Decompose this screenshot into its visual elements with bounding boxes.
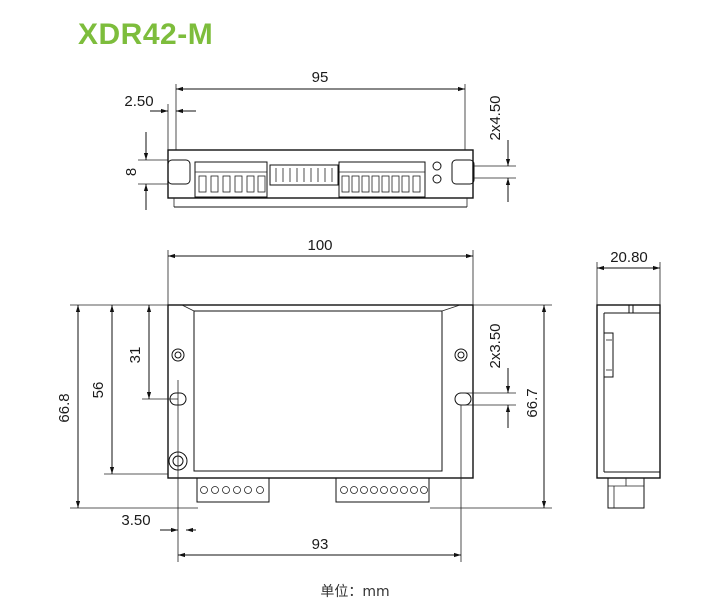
dim-slot-2x4-50: 2x4.50 bbox=[487, 95, 504, 140]
dim-width-100: 100 bbox=[307, 237, 332, 254]
left-terminal-block bbox=[194, 161, 268, 198]
dim-edge-3-50: 3.50 bbox=[121, 512, 150, 529]
right-terminal-block bbox=[338, 161, 426, 198]
dim-hole-2x3-50: 2x3.50 bbox=[487, 323, 504, 368]
top-view-body bbox=[167, 149, 474, 199]
model-title: XDR42-M bbox=[78, 18, 214, 51]
led-indicator bbox=[432, 161, 442, 171]
side-connector bbox=[603, 332, 614, 378]
front-view-plate bbox=[167, 304, 474, 479]
side-terminal-plug bbox=[607, 477, 645, 509]
dim-edge-2-50: 2.50 bbox=[124, 93, 153, 110]
unit-label: 单位：mm bbox=[320, 584, 389, 600]
dim-height-66-7: 66.7 bbox=[524, 388, 541, 417]
dim-height-31: 31 bbox=[127, 347, 144, 364]
led-indicator bbox=[432, 174, 442, 184]
dip-switch bbox=[269, 164, 339, 186]
side-view: 20.80 bbox=[596, 249, 661, 509]
dim-slot-8: 8 bbox=[123, 168, 140, 176]
mount-hole bbox=[171, 348, 185, 362]
front-view-cover bbox=[193, 310, 443, 472]
right-mount-slot bbox=[451, 159, 475, 185]
dim-height-66-8: 66.8 bbox=[56, 393, 73, 422]
dim-width-95: 95 bbox=[312, 69, 329, 86]
bottom-left-terminal bbox=[196, 477, 270, 503]
dim-depth-20-80: 20.80 bbox=[610, 249, 648, 266]
side-view-body bbox=[596, 304, 661, 479]
dim-height-56: 56 bbox=[90, 382, 107, 399]
dim-spacing-93: 93 bbox=[312, 536, 329, 553]
top-view: 95 2.50 8 2x4.50 bbox=[123, 69, 516, 210]
front-view: 100 66.8 56 31 2x3.50 66.7 3.50 93 bbox=[56, 237, 552, 562]
mount-hole bbox=[454, 348, 468, 362]
left-mount-slot bbox=[167, 159, 191, 185]
bottom-right-terminal bbox=[335, 477, 430, 503]
